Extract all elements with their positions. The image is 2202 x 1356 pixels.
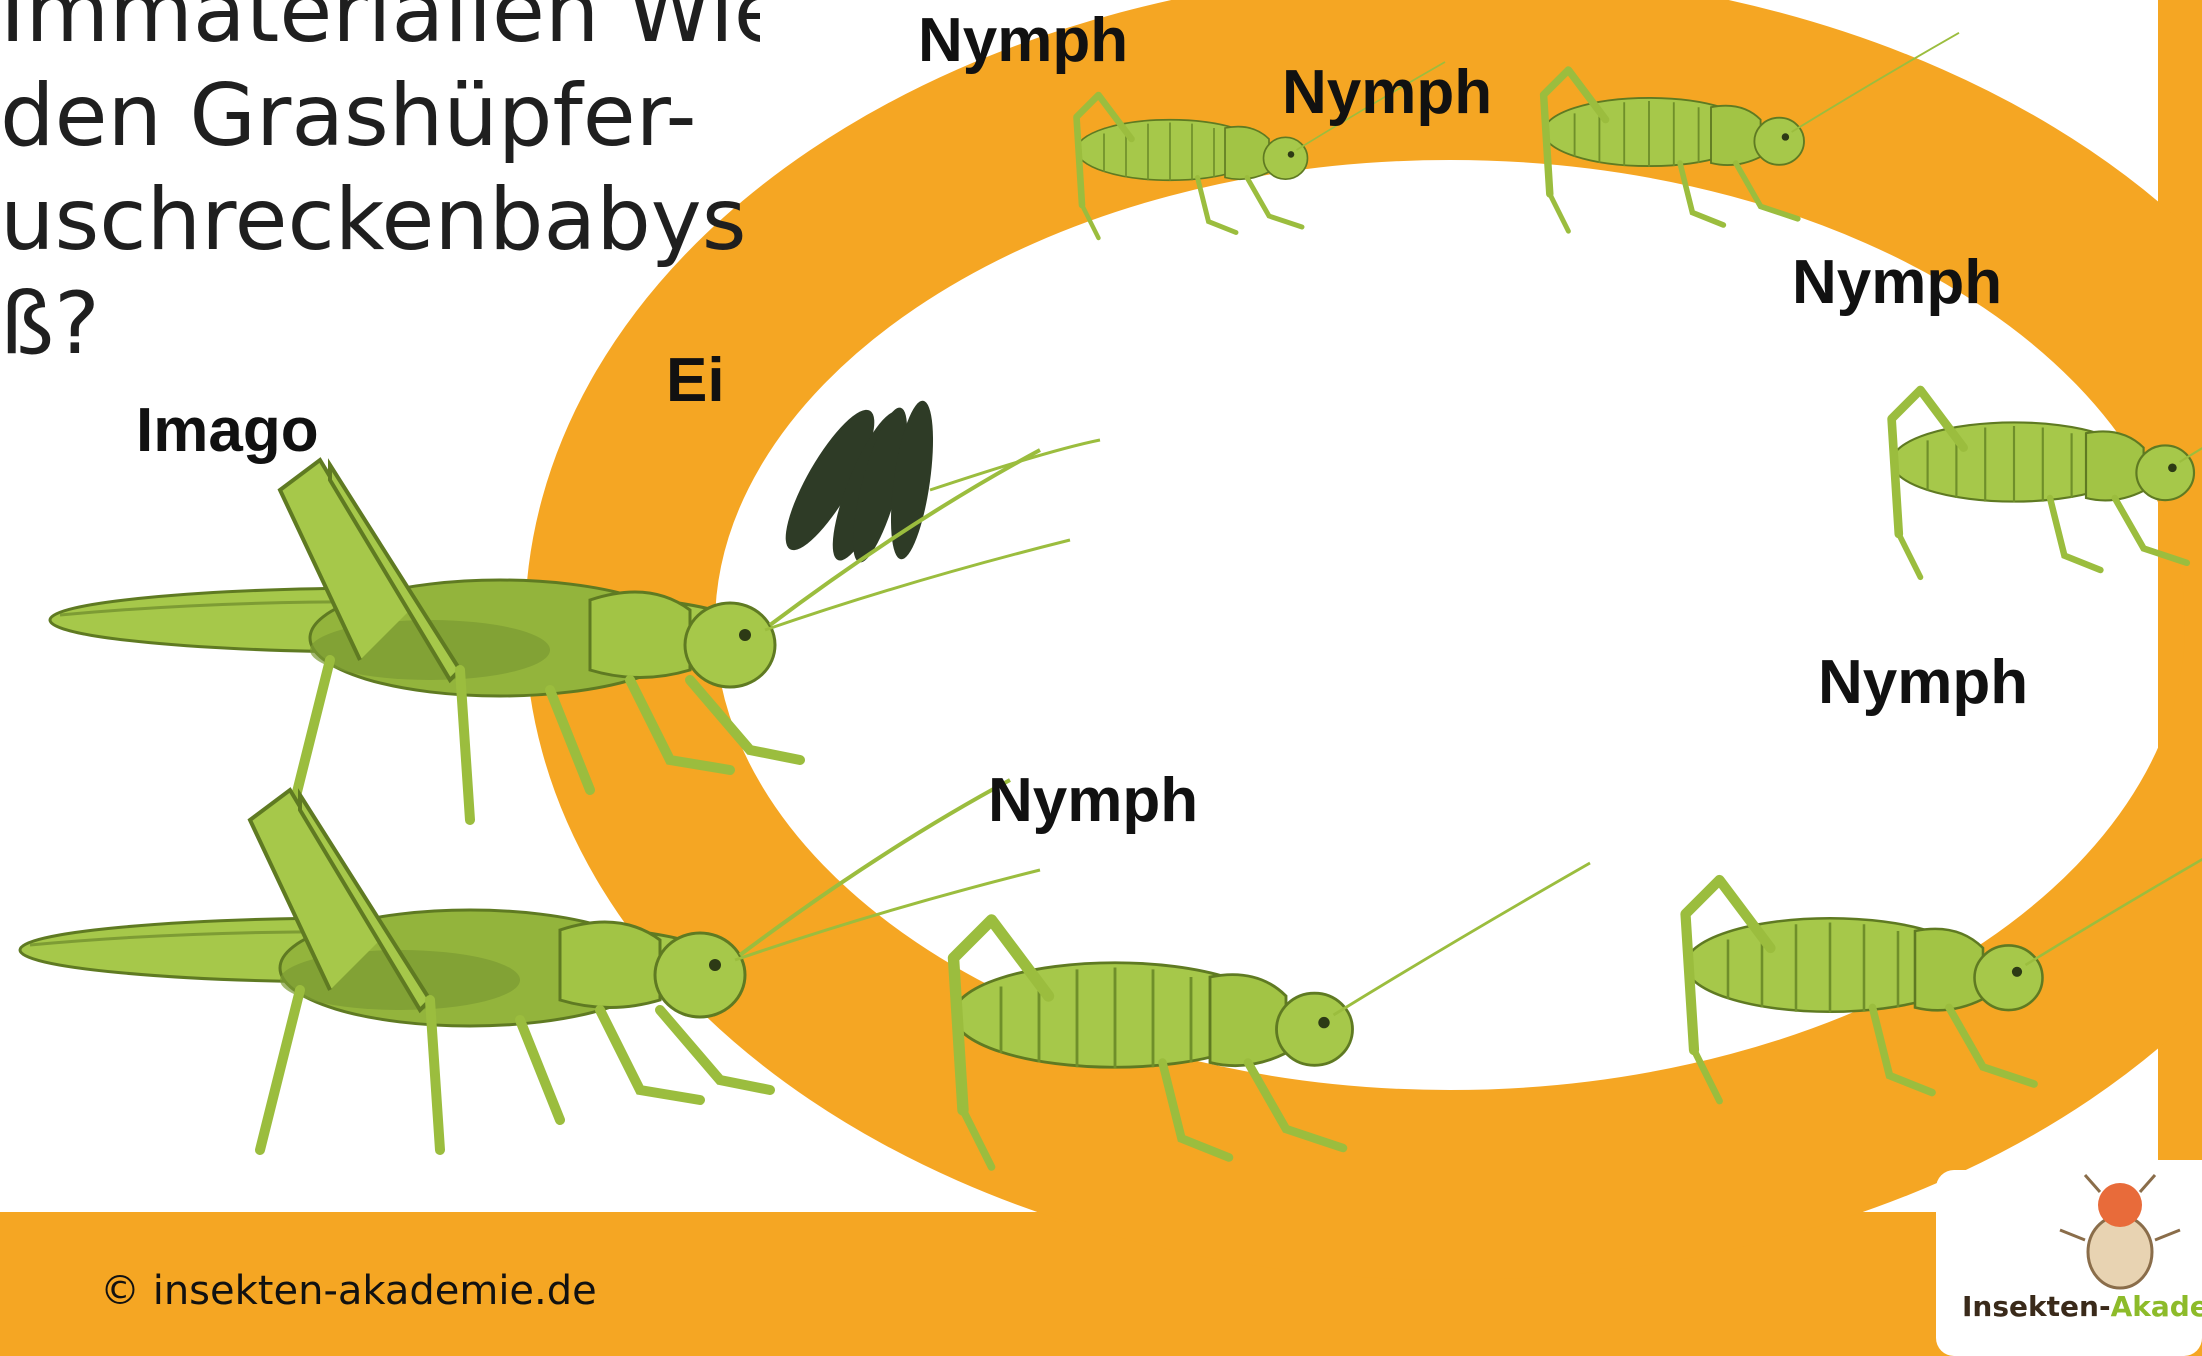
logo: [1936, 1170, 2202, 1356]
heading-line: den Grashüpfer-: [0, 64, 760, 168]
slide-heading: Immaterialien Wie den Grashüpfer- uschre…: [0, 0, 760, 376]
copyright-text: © insekten-akademie.de: [100, 1268, 597, 1314]
logo-text-dark: Insekten-: [1962, 1290, 2111, 1323]
heading-line: uschreckenbabys: [0, 168, 760, 272]
label-nymph: Nymph: [988, 770, 1198, 832]
label-nymph: Nymph: [918, 10, 1128, 72]
label-nymph: Nymph: [1818, 652, 2028, 714]
label-imago: Imago: [136, 400, 319, 462]
logo-text-green: Akade: [2111, 1290, 2202, 1323]
label-nymph: Nymph: [1282, 62, 1492, 124]
lifecycle-ring: [620, 65, 2202, 1185]
heading-line: ß?: [0, 272, 760, 376]
logo-text: Insekten-Akade: [1962, 1290, 2202, 1323]
label-nymph: Nymph: [1792, 252, 2002, 314]
heading-line: Immaterialien Wie: [0, 0, 760, 64]
label-ei: Ei: [666, 350, 725, 412]
egg-cluster-icon: [771, 398, 1100, 567]
